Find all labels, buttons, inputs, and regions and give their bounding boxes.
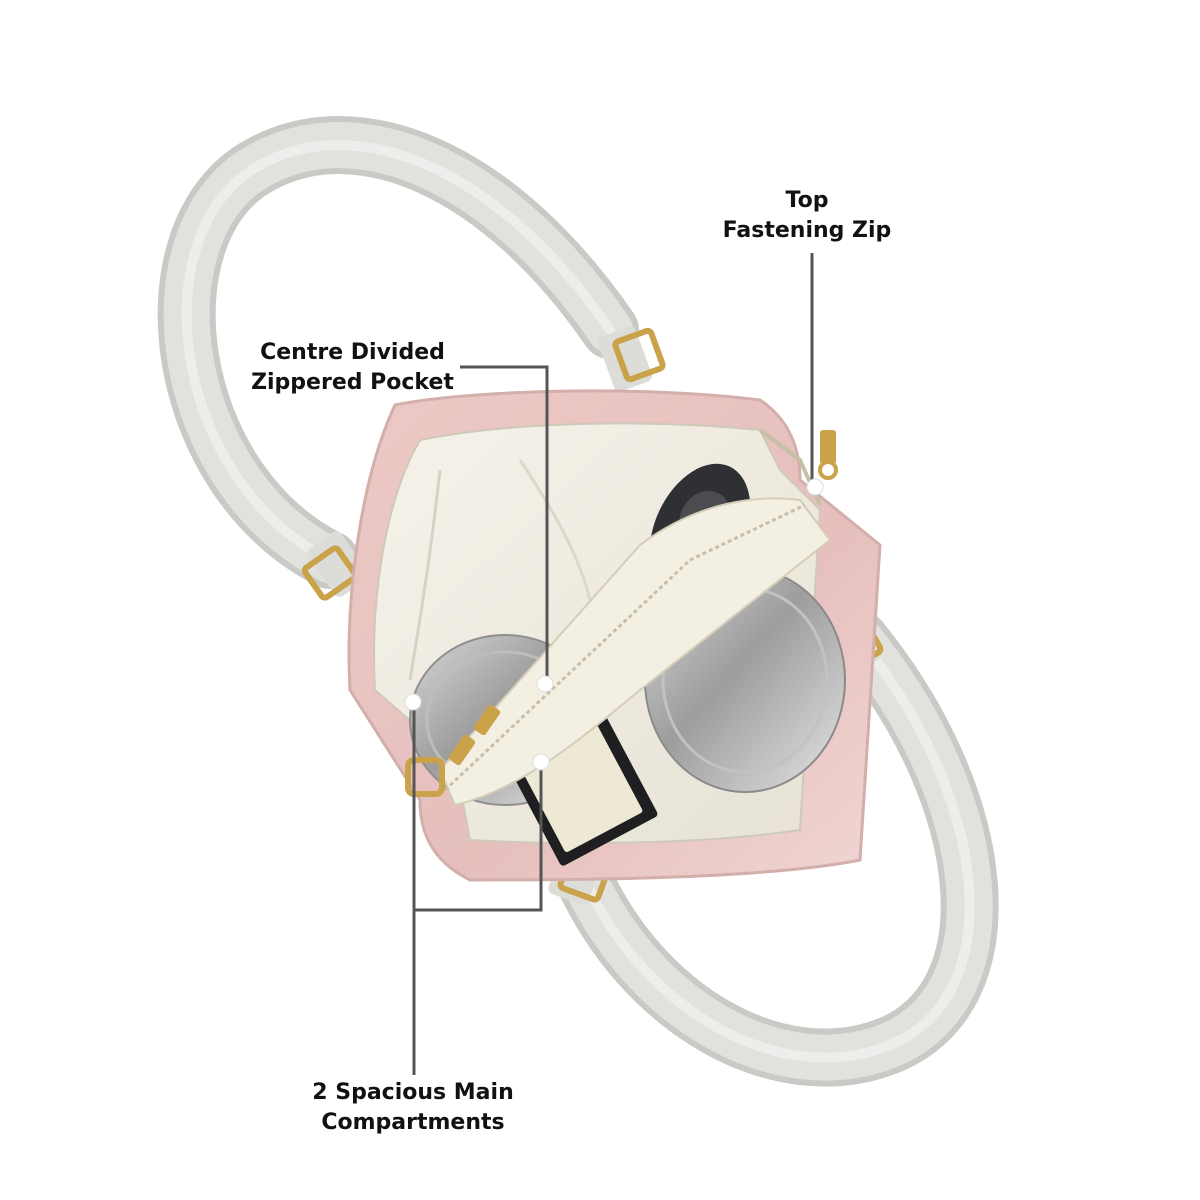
dot-compartment-left [404,693,422,711]
dot-top-zip [806,478,824,496]
dot-compartment-right [532,753,550,771]
callout-top-zip-line2: Fastening Zip [722,218,892,243]
callout-main-compartments: 2 Spacious Main Compartments [293,1078,533,1138]
leader-lines [412,253,814,1075]
strap-ring [405,757,445,797]
callout-top-fastening-zip: Top Fastening Zip [707,186,907,246]
callout-compartments-line2: Compartments [321,1110,505,1135]
left-handle [157,116,666,601]
callout-centre-pocket-line2: Zippered Pocket [251,370,454,395]
callout-centre-pocket-line1: Centre Divided [260,340,445,365]
dot-centre-pocket [536,675,554,693]
callout-compartments-line1: 2 Spacious Main [312,1080,514,1105]
callout-centre-divided-pocket: Centre Divided Zippered Pocket [235,338,470,398]
callout-dots [404,478,824,771]
callout-top-zip-line1: Top [785,188,829,213]
centre-zip-pocket [438,497,832,807]
